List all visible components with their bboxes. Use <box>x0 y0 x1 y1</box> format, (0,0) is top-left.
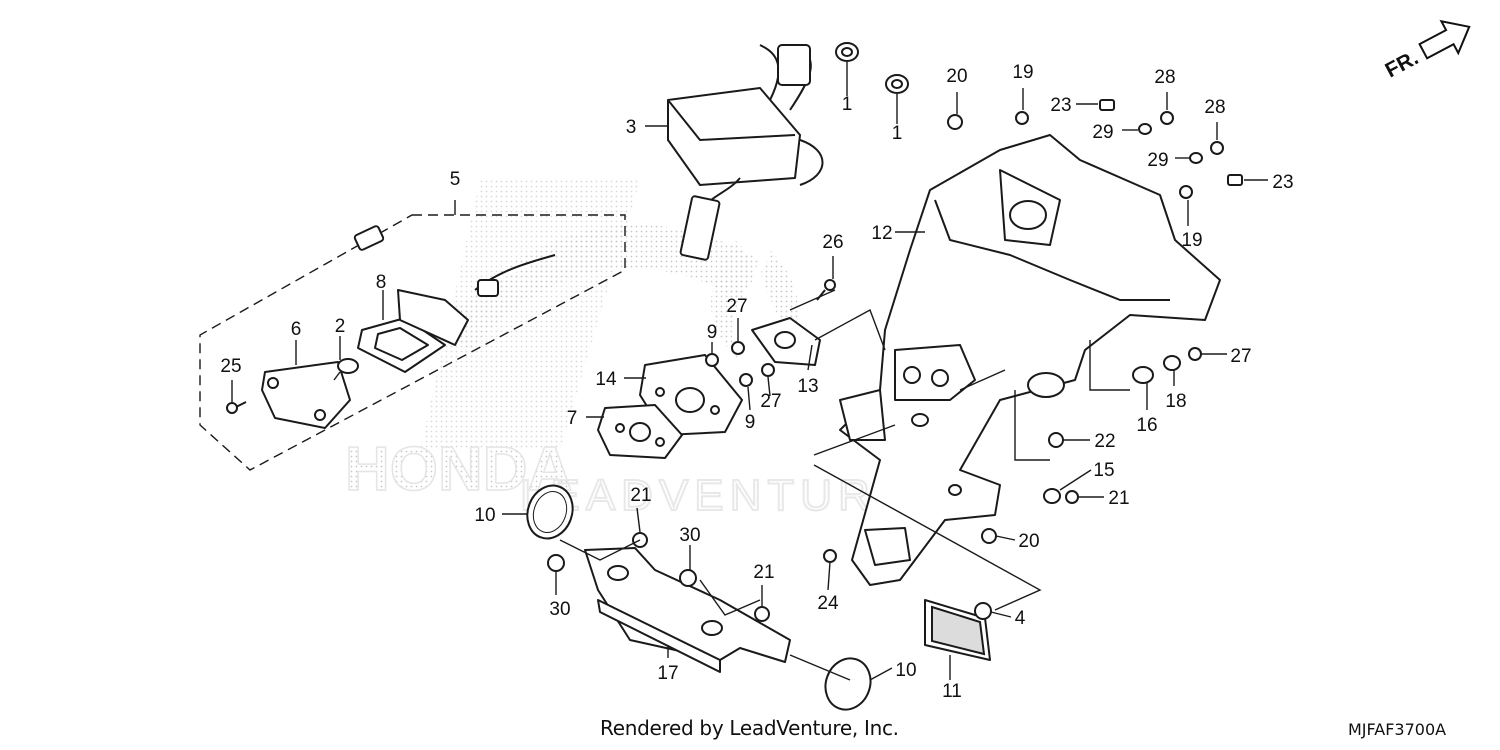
nut-part-21b <box>754 606 770 622</box>
callout-1b: 1 <box>892 123 903 144</box>
washer-part-29b <box>1189 152 1203 164</box>
callout-30a: 30 <box>679 525 700 546</box>
callout-27c: 27 <box>1230 346 1251 367</box>
collar-part-15 <box>1043 488 1061 504</box>
clip-part-23a <box>1099 99 1115 111</box>
grommet-part-16 <box>1132 366 1154 384</box>
callout-20b: 20 <box>1018 531 1039 552</box>
reflector-part-11 <box>924 599 991 661</box>
nut-part-27c <box>1188 347 1202 361</box>
callout-28a: 28 <box>1154 67 1175 88</box>
tail-light-unit-part-3 <box>667 44 824 261</box>
callout-4: 4 <box>1015 608 1026 629</box>
callout-3: 3 <box>626 117 637 138</box>
collar-part-18 <box>1163 355 1181 371</box>
nut-part-9a <box>705 353 719 367</box>
license-light-lens-part-6 <box>261 361 351 429</box>
callout-13: 13 <box>797 376 818 397</box>
render-credit: Rendered by LeadVenture, Inc. <box>600 716 899 740</box>
callout-18: 18 <box>1165 391 1186 412</box>
cushion-part-10b <box>824 657 872 711</box>
callout-15: 15 <box>1093 460 1114 481</box>
grommet-part-1b <box>885 74 909 94</box>
dealer-watermark-text: LEADVENTURE <box>520 471 911 520</box>
nut-part-9b <box>739 373 753 387</box>
screw-part-26 <box>816 279 836 301</box>
washer-part-29a <box>1138 123 1152 135</box>
callout-23b: 23 <box>1272 172 1293 193</box>
callout-6: 6 <box>291 319 302 340</box>
bolt-part-20a <box>947 114 963 130</box>
nut-part-28b <box>1210 141 1224 155</box>
leadventure-watermark: HONDA LEADVENTURE <box>344 180 911 521</box>
nut-part-4 <box>974 602 992 620</box>
front-direction-label: FR. <box>1382 46 1423 82</box>
nut-part-22 <box>1048 432 1064 448</box>
callout-19a: 19 <box>1012 62 1033 83</box>
nut-part-28a <box>1160 111 1174 125</box>
callout-19b: 19 <box>1181 230 1202 251</box>
callout-29b: 29 <box>1147 150 1168 171</box>
callout-24: 24 <box>817 593 839 614</box>
callout-8: 8 <box>376 272 387 293</box>
rivet-part-24 <box>823 549 837 563</box>
callout-2: 2 <box>335 316 346 337</box>
callout-labels: 1 1 2 3 4 5 6 7 8 9 9 10 10 11 12 13 14 … <box>220 62 1293 702</box>
seal-part-7 <box>597 404 683 459</box>
assembly-5-outline <box>199 214 626 471</box>
rear-fender-part-12 <box>839 134 1221 586</box>
screw-part-19b <box>1179 185 1193 199</box>
bolt-part-30b <box>679 569 697 587</box>
callout-29a: 29 <box>1092 122 1113 143</box>
bolt-part-20b <box>981 528 997 544</box>
reflex-housing-part-14 <box>639 354 743 436</box>
callout-10b: 10 <box>895 660 916 681</box>
callout-21b: 21 <box>753 562 774 583</box>
callout-26: 26 <box>822 232 843 253</box>
callout-28b: 28 <box>1204 97 1225 118</box>
dotted-shade-area <box>420 180 640 450</box>
callout-7: 7 <box>567 408 578 429</box>
callout-14: 14 <box>595 369 617 390</box>
nut-part-27a <box>731 341 745 355</box>
diagram-code: MJFAF3700A <box>1348 720 1447 739</box>
callout-12: 12 <box>871 223 892 244</box>
callout-22: 22 <box>1094 431 1115 452</box>
front-direction-indicator: FR. <box>1382 19 1471 82</box>
wing-watermark-icon <box>440 224 760 350</box>
front-arrow-icon <box>1418 19 1471 60</box>
callout-17: 17 <box>657 663 678 684</box>
socket-part-8b <box>353 225 556 346</box>
callout-11: 11 <box>942 681 962 702</box>
screw-part-25 <box>226 401 247 414</box>
license-bracket-part-17 <box>584 547 791 673</box>
callout-5: 5 <box>450 169 461 190</box>
screw-part-19a <box>1015 111 1029 125</box>
callout-21a: 21 <box>630 485 651 506</box>
callout-9b: 9 <box>745 412 756 433</box>
callout-30b: 30 <box>549 599 570 620</box>
leader-lines <box>231 62 1268 681</box>
callout-27b: 27 <box>760 391 781 412</box>
callout-21c: 21 <box>1108 488 1129 509</box>
nut-part-27b <box>761 363 775 377</box>
cushion-part-10a <box>526 484 574 540</box>
clip-part-23b <box>1227 174 1243 186</box>
callout-27a: 27 <box>726 296 747 317</box>
callout-10a: 10 <box>474 505 495 526</box>
callout-1a: 1 <box>842 94 853 115</box>
callout-25: 25 <box>220 356 241 377</box>
grommet-part-1a <box>835 42 859 62</box>
bracket-part-13 <box>751 317 821 366</box>
nut-part-21c <box>1065 490 1079 504</box>
callout-23a: 23 <box>1050 95 1071 116</box>
bolt-part-30a <box>547 554 565 572</box>
brand-watermark-text: HONDA <box>345 435 572 504</box>
callout-16: 16 <box>1136 415 1157 436</box>
callout-20a: 20 <box>946 66 967 87</box>
bulb-part-2 <box>333 358 359 381</box>
callout-9a: 9 <box>707 322 718 343</box>
